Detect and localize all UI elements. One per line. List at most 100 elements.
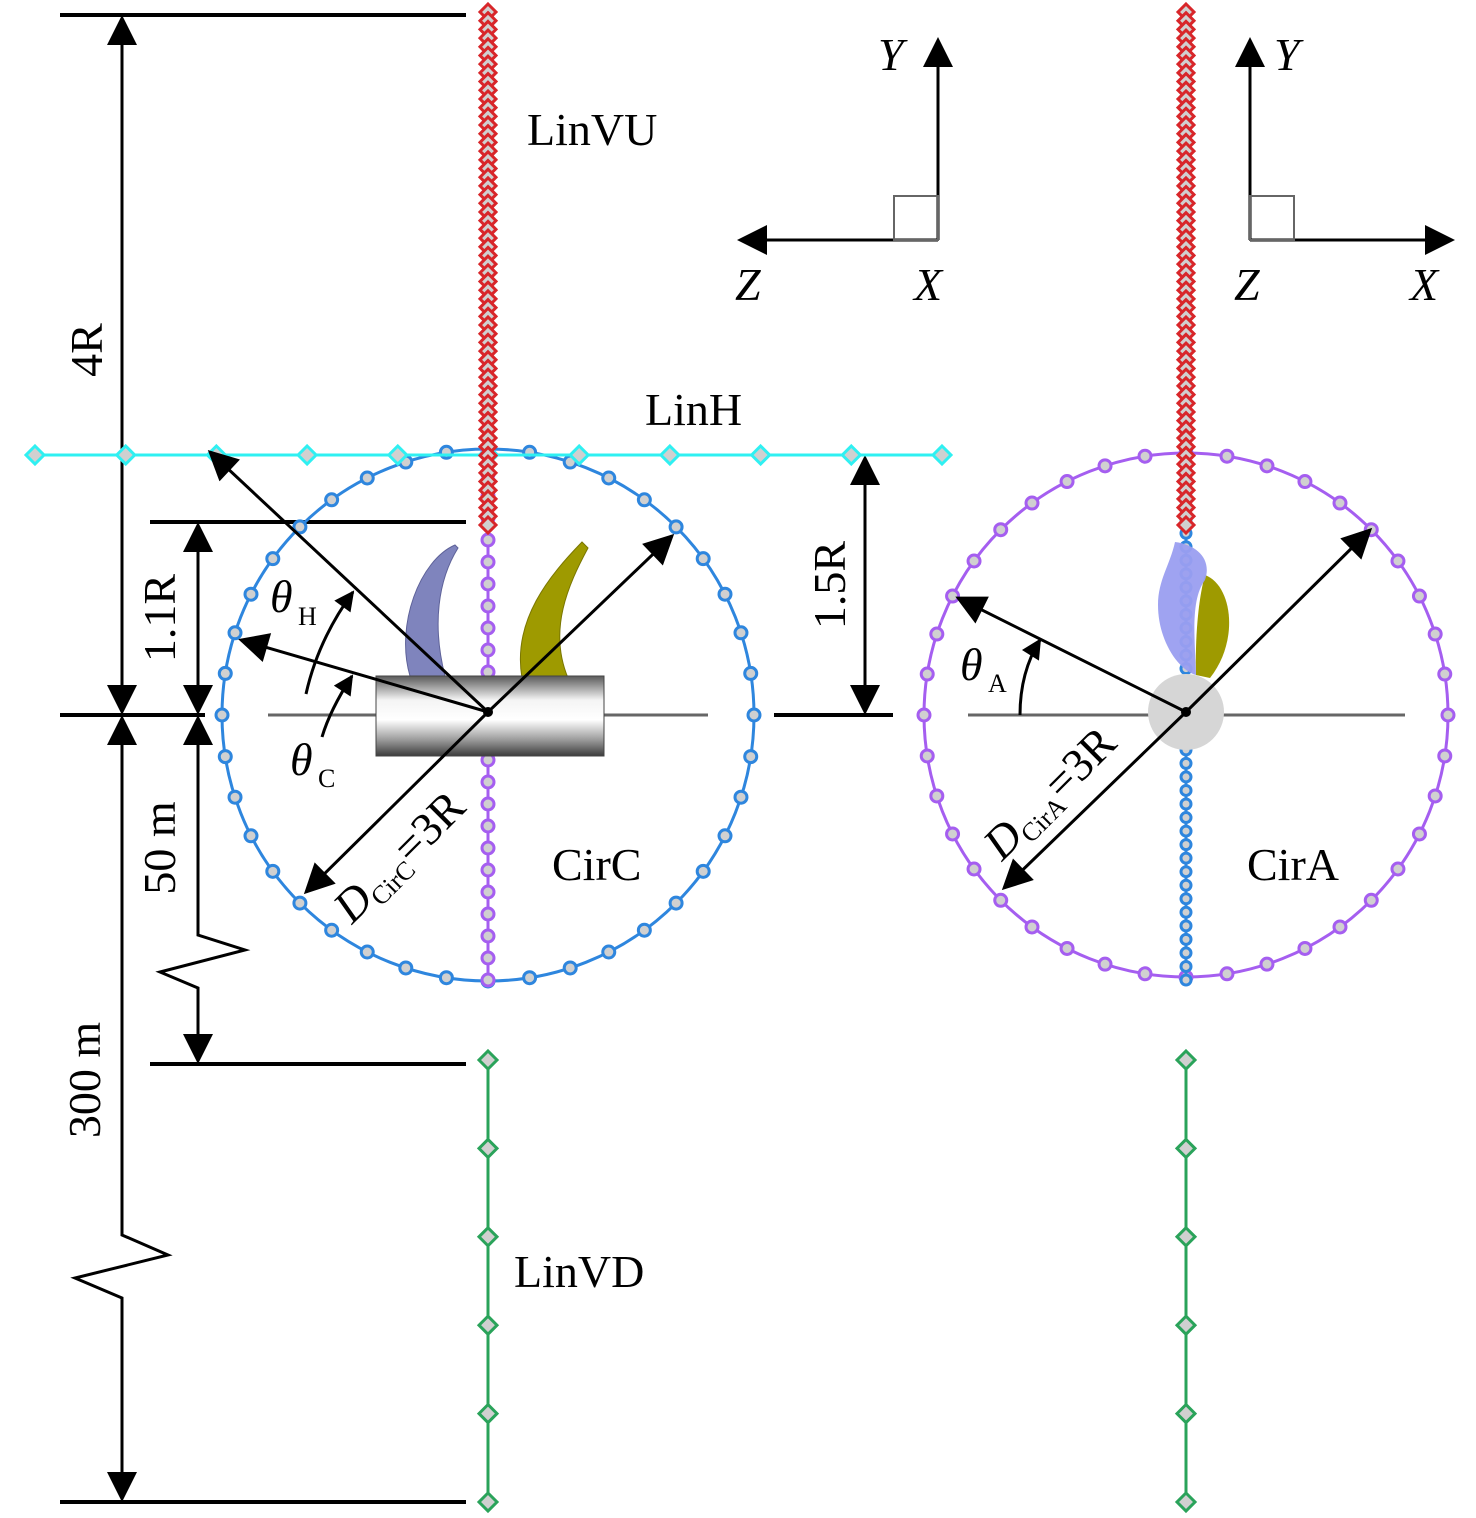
circ-vertical-marker <box>480 620 496 636</box>
cira-marker <box>1390 553 1406 569</box>
cira-vertical-marker <box>1179 878 1193 892</box>
cira-marker <box>929 626 945 642</box>
circ-vertical-marker <box>480 774 496 790</box>
cira-marker <box>945 826 961 842</box>
linvd-left-marker <box>476 1490 500 1514</box>
cira-vertical-marker <box>1179 973 1193 987</box>
cira-marker <box>1137 966 1153 982</box>
angle-arrows-left <box>207 449 675 895</box>
circ-marker <box>733 625 749 641</box>
linvu-probe-line-left <box>477 1 499 536</box>
circ-vertical-marker <box>480 642 496 658</box>
cira-marker <box>1097 956 1113 972</box>
cira-vertical-marker <box>1179 892 1193 906</box>
cira-vertical-marker <box>1179 865 1193 879</box>
axis-left-x-label: X <box>912 259 944 310</box>
circ-vertical-marker <box>480 840 496 856</box>
dimension-50m: 50 m <box>134 715 251 1064</box>
blade-side-yellow <box>1195 575 1230 678</box>
cira-vertical-marker <box>1179 797 1193 811</box>
angle-arrows-right <box>955 527 1373 891</box>
axis-left-z-label: Z <box>735 259 761 310</box>
circ-marker <box>243 828 259 844</box>
circ-vertical-marker <box>480 576 496 592</box>
theta-c-label: θ C <box>290 734 335 793</box>
linh-marker <box>658 443 682 467</box>
cira-vertical-marker <box>1179 783 1193 797</box>
circ-marker <box>562 960 578 976</box>
circ-marker <box>292 519 308 535</box>
linvd-probe-line-left <box>476 1048 500 1514</box>
circ-vertical-marker <box>480 950 496 966</box>
cira-marker <box>1437 666 1453 682</box>
theta-h-symbol: θ <box>270 571 293 622</box>
theta-h-label: θ H <box>270 571 317 631</box>
linh-marker <box>386 443 409 467</box>
circ-marker <box>398 960 414 976</box>
blade-side-blue <box>1158 542 1207 675</box>
axis-right-y-label: Y <box>1274 29 1304 80</box>
cira-marker <box>1097 458 1113 474</box>
cira-vertical-marker <box>1179 811 1193 825</box>
circ-vertical-marker <box>480 906 496 922</box>
cira-marker <box>1363 892 1379 908</box>
dimension-300m: 300 m <box>59 715 173 1502</box>
circ-marker <box>292 895 308 911</box>
cira-marker <box>966 861 982 877</box>
theta-c-subscript: C <box>318 764 335 793</box>
linvd-right-marker <box>1174 1137 1198 1160</box>
circ-vertical-marker <box>480 796 496 812</box>
d-circ-label: DCirC=3R <box>322 780 477 935</box>
cira-marker <box>1024 919 1040 935</box>
d-cira-label: DCirA=3R <box>972 716 1126 870</box>
turbine-side-view <box>1148 542 1230 750</box>
circ-vertical-marker <box>480 884 496 900</box>
cira-marker <box>1411 588 1427 604</box>
circ-marker <box>601 470 617 486</box>
circ-marker <box>636 922 652 938</box>
cira-marker <box>1427 788 1443 804</box>
linvd-right-marker <box>1174 1225 1198 1248</box>
circ-marker <box>359 470 375 486</box>
circ-vertical-marker <box>480 818 496 834</box>
circ-marker <box>695 863 711 879</box>
theta-h-subscript: H <box>298 602 317 631</box>
circ-vertical-marker <box>480 972 496 988</box>
cira-vertical-marker <box>1179 851 1193 865</box>
circ-marker <box>243 586 259 602</box>
theta-c-symbol: θ <box>290 734 313 785</box>
dimension-1-1r-label: 1.1R <box>134 574 185 663</box>
linvd-label: LinVD <box>514 1246 644 1297</box>
cira-vertical-marker <box>1179 756 1193 770</box>
dimension-1-5r-label: 1.5R <box>804 541 855 630</box>
circ-marker <box>324 492 340 508</box>
cira-marker <box>1427 626 1443 642</box>
blade-right <box>520 541 589 679</box>
linh-marker <box>295 443 319 467</box>
cira-vertical-marker <box>1179 959 1193 973</box>
cira-vertical-marker <box>1179 838 1193 852</box>
svg-text:DCirC=3R: DCirC=3R <box>322 780 477 935</box>
reference-lines <box>60 13 893 1504</box>
cira-vertical-marker <box>1179 946 1193 960</box>
circ-marker <box>227 789 243 805</box>
linh-marker <box>114 443 137 467</box>
circ-vertical-marker <box>480 862 496 878</box>
axis-left-y-label: Y <box>878 29 908 80</box>
cira-vertical-marker <box>1179 824 1193 838</box>
cira-marker <box>1059 940 1075 956</box>
linvu-left-marker <box>477 514 499 536</box>
cira-marker <box>919 748 935 764</box>
cira-marker <box>1219 448 1235 464</box>
coordinate-axes-right: Y Z X <box>1234 29 1455 310</box>
dimension-1-5r: 1.5R <box>804 455 880 715</box>
linh-marker <box>749 443 772 467</box>
circ-vertical-marker <box>480 532 496 548</box>
cira-marker <box>993 522 1009 538</box>
cira-marker <box>993 892 1009 908</box>
cira-label: CirA <box>1247 839 1339 890</box>
cira-marker <box>1137 448 1153 464</box>
linvd-left-marker <box>476 1137 500 1160</box>
cira-marker <box>1259 956 1275 972</box>
dimension-4r: 4R <box>61 14 137 715</box>
